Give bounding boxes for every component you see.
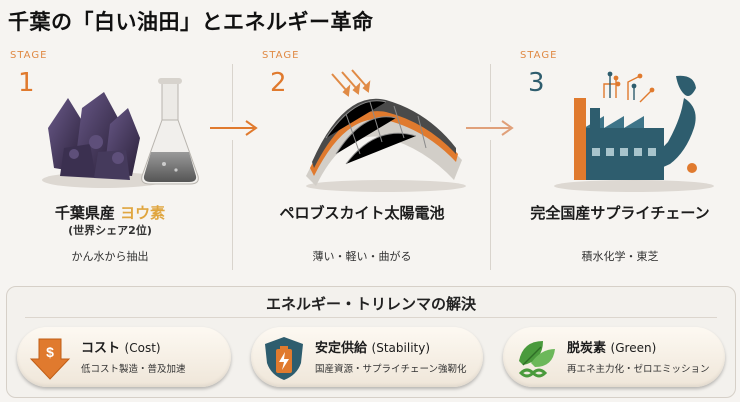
- iodine-crystal-and-flask-icon: [42, 78, 199, 188]
- stage-description: かん水から抽出: [71, 250, 149, 263]
- stage-3: STAGE 3 完全国産サプライチェーン 積水化学・東芝: [520, 50, 720, 280]
- stage-number: 3: [528, 68, 545, 98]
- divider: [232, 64, 233, 122]
- stage-subtitle: (世界シェア2位): [68, 224, 152, 237]
- trilemma-desc: 再エネ主力化・ゼロエミッション: [567, 364, 710, 375]
- stage-title-accent: ヨウ素: [120, 204, 166, 222]
- stage-title: 千葉県産 ヨウ素: [0, 202, 220, 223]
- stage-label: STAGE: [10, 50, 48, 61]
- trilemma-head-en: (Stability): [371, 341, 431, 355]
- trilemma-card-stability: 安定供給 (Stability) 国産資源・サプライチェーン強靭化: [251, 327, 483, 387]
- stage-description: 薄い・軽い・曲がる: [312, 250, 412, 263]
- page-title: 千葉の「白い油田」とエネルギー革命: [8, 10, 374, 34]
- trilemma-head-jp: 脱炭素: [567, 341, 607, 356]
- svg-text:$: $: [46, 344, 54, 360]
- trilemma-head: 安定供給 (Stability): [315, 337, 430, 356]
- trilemma-card-green: 脱炭素 (Green) 再エネ主力化・ゼロエミッション: [503, 327, 725, 387]
- arrow-right-icon: [466, 120, 514, 136]
- trilemma-head: 脱炭素 (Green): [567, 337, 656, 356]
- divider: [490, 140, 491, 270]
- trilemma-head-jp: 安定供給: [315, 341, 368, 356]
- factory-japan-map-icon: [554, 71, 714, 192]
- divider: [490, 64, 491, 122]
- trilemma-title: エネルギー・トリレンマの解決: [265, 295, 476, 313]
- trilemma-head-en: (Cost): [124, 341, 161, 355]
- stage-title: ペロブスカイト太陽電池: [279, 204, 445, 222]
- arrow-right-icon: [210, 120, 258, 136]
- trilemma-head-jp: コスト: [81, 341, 121, 356]
- stage-description: 積水化学・東芝: [581, 250, 659, 263]
- trilemma-head: コスト (Cost): [81, 337, 161, 356]
- divider: [25, 317, 717, 318]
- stage-label: STAGE: [520, 50, 558, 61]
- cost-down-arrow-icon: $: [29, 338, 71, 380]
- divider: [232, 140, 233, 270]
- stage-number: 1: [18, 68, 35, 98]
- trilemma-desc: 国産資源・サプライチェーン強靭化: [315, 364, 467, 375]
- stage-1: STAGE 1 千葉県産 ヨウ素 (世界シェア2位) かん水から抽出: [10, 50, 210, 280]
- stage-label: STAGE: [262, 50, 300, 61]
- stage-title-main: 千葉県産: [54, 204, 115, 222]
- leaf-recycle-icon: [518, 341, 555, 378]
- stage-2: STAGE 2 ペロブスカイト太陽電池 薄い・軽い・曲がる: [262, 50, 466, 280]
- flexible-solar-cell-icon: [306, 69, 466, 192]
- trilemma-desc: 低コスト製造・普及加速: [81, 364, 186, 375]
- shield-battery-icon: [265, 337, 303, 380]
- stage-number: 2: [270, 68, 287, 98]
- stage-title: 完全国産サプライチェーン: [530, 204, 710, 222]
- trilemma-head-en: (Green): [610, 341, 657, 355]
- trilemma-panel: エネルギー・トリレンマの解決 $ コスト (Cost) 低コスト製造・普及加速 …: [6, 286, 736, 398]
- trilemma-card-cost: $ コスト (Cost) 低コスト製造・普及加速: [17, 327, 231, 387]
